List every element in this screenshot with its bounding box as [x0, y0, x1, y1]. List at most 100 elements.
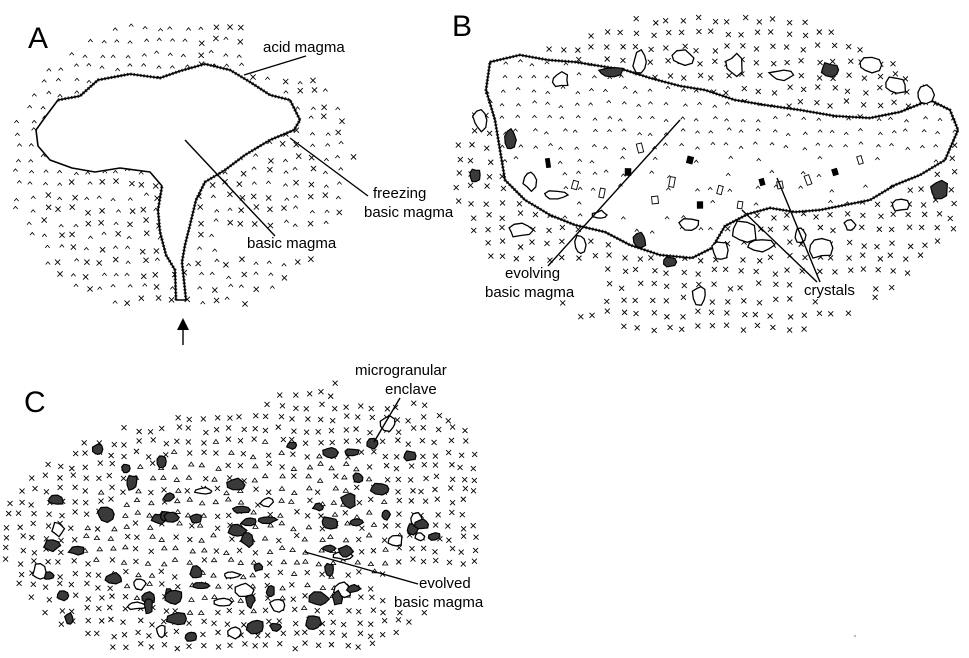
x-symbol [935, 172, 940, 177]
x-symbol [369, 406, 374, 411]
v-symbol [211, 195, 215, 198]
x-symbol [560, 225, 565, 230]
triangle-symbol [320, 538, 325, 542]
x-symbol [844, 99, 849, 104]
x-symbol [433, 463, 438, 468]
x-symbol [858, 47, 863, 52]
x-symbol [228, 220, 233, 225]
x-symbol [419, 489, 424, 494]
x-symbol [149, 644, 154, 649]
x-symbol [110, 594, 115, 599]
triangle-symbol [99, 490, 104, 494]
x-symbol [903, 257, 908, 262]
x-symbol [186, 425, 191, 430]
x-symbol [623, 255, 628, 260]
x-symbol [32, 511, 37, 516]
v-symbol [84, 247, 88, 250]
x-symbol [696, 15, 701, 20]
x-symbol [46, 192, 51, 197]
x-symbol [753, 312, 758, 317]
x-symbol [862, 244, 867, 249]
x-symbol [16, 511, 21, 516]
enclave-blob [225, 572, 241, 578]
x-symbol [949, 187, 954, 192]
x-symbol [770, 16, 775, 21]
x-symbol [298, 88, 303, 93]
x-symbol [396, 512, 401, 517]
panel-letter-c: C [24, 386, 46, 419]
x-symbol [110, 557, 115, 562]
v-symbol [294, 195, 298, 198]
x-symbol [450, 425, 455, 430]
x-symbol [951, 226, 956, 231]
x-symbol [31, 558, 36, 563]
x-symbol [280, 141, 285, 146]
triangle-symbol [328, 535, 333, 539]
enclave-blob [260, 498, 273, 507]
x-symbol [436, 427, 441, 432]
triangle-symbol [229, 557, 234, 561]
triangle-symbol [303, 559, 308, 563]
v-symbol [41, 107, 45, 110]
x-symbol [459, 453, 464, 458]
x-symbol [29, 476, 34, 481]
enclave-blob [860, 57, 882, 73]
x-symbol [84, 260, 89, 265]
v-symbol [144, 193, 148, 196]
x-symbol [239, 208, 244, 213]
x-symbol [394, 466, 399, 471]
x-symbol [921, 202, 926, 207]
x-symbol [83, 274, 88, 279]
x-symbol [226, 437, 231, 442]
x-symbol [773, 282, 778, 287]
x-symbol [73, 593, 78, 598]
x-symbol [828, 255, 833, 260]
x-symbol [237, 548, 242, 553]
x-symbol [253, 413, 258, 418]
x-symbol [255, 502, 260, 507]
x-symbol [458, 157, 463, 162]
x-symbol [463, 428, 468, 433]
triangle-symbol [123, 545, 128, 549]
x-symbol [755, 30, 760, 35]
triangle-symbol [108, 536, 113, 540]
x-symbol [367, 464, 372, 469]
x-symbol [72, 558, 77, 563]
enclave-blob [769, 70, 794, 81]
triangle-symbol [238, 561, 243, 565]
triangle-symbol [251, 560, 256, 564]
triangle-symbol [316, 562, 321, 566]
v-symbol [87, 63, 91, 66]
x-symbol [3, 557, 8, 562]
x-symbol [514, 256, 519, 261]
v-symbol [324, 185, 328, 188]
v-symbol [201, 301, 205, 304]
triangle-symbol [279, 486, 284, 490]
enclave-blob [931, 180, 948, 198]
x-symbol [121, 442, 126, 447]
x-symbol [83, 465, 88, 470]
v-symbol [74, 224, 78, 227]
x-symbol [742, 86, 747, 91]
x-symbol [463, 438, 468, 443]
x-symbol [330, 630, 335, 635]
triangle-symbol [199, 611, 204, 615]
x-symbol [358, 404, 363, 409]
x-symbol [72, 537, 77, 542]
x-symbol [847, 73, 852, 78]
enclave-blob [428, 533, 440, 541]
x-symbol [396, 489, 401, 494]
x-symbol [739, 32, 744, 37]
enclave-blob [163, 493, 174, 501]
v-symbol [17, 181, 21, 184]
x-symbol [305, 513, 310, 518]
enclave-blob [415, 533, 425, 541]
x-symbol [803, 33, 808, 38]
x-symbol [293, 393, 298, 398]
x-symbol [890, 61, 895, 66]
x-symbol [468, 158, 473, 163]
x-symbol [198, 204, 203, 209]
v-symbol [42, 80, 46, 83]
x-symbol [110, 485, 115, 490]
v-symbol [102, 232, 106, 235]
